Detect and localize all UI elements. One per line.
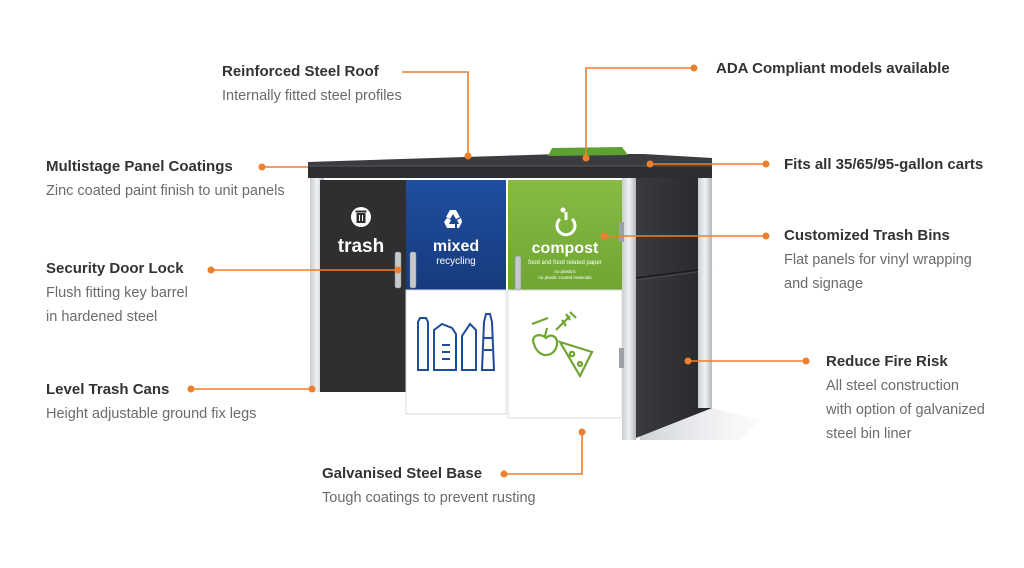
leader-dot — [500, 470, 508, 478]
leader-dot — [762, 160, 770, 168]
callout-coatings: Multistage Panel Coatings Zinc coated pa… — [46, 157, 285, 203]
mixed-label: mixed — [433, 238, 479, 255]
leader-dot — [207, 266, 215, 274]
compost-fine-print: no plastic coated materials — [538, 275, 592, 280]
compost-sublabel: food and food related paper — [528, 260, 602, 266]
callout-desc: in hardened steel — [46, 309, 158, 325]
callout-fits: Fits all 35/65/95-gallon carts — [784, 155, 983, 175]
sprout-icon — [555, 207, 577, 237]
leader-dot — [802, 357, 810, 365]
callout-lock: Security Door Lock Flush fitting key bar… — [46, 259, 188, 329]
leader-dot — [762, 232, 770, 240]
leader-dot — [464, 152, 472, 160]
leader-dot — [646, 160, 654, 168]
callout-desc: Height adjustable ground fix legs — [46, 406, 257, 422]
callout-title: Customized Trash Bins — [784, 227, 950, 244]
callout-fire: Reduce Fire Risk All steel construction … — [826, 352, 985, 446]
leader-dot — [582, 154, 590, 162]
trash-label: trash — [338, 236, 384, 257]
callout-title: ADA Compliant models available — [716, 60, 950, 77]
leader-roof — [402, 71, 469, 156]
compost-label: compost — [532, 240, 599, 257]
trash-can-icon — [351, 207, 371, 227]
cart-lid — [548, 147, 628, 156]
leader-dot — [308, 385, 316, 393]
compost-door-bottom — [507, 289, 623, 419]
rear-leg — [698, 170, 712, 408]
callout-base: Galvanised Steel Base Tough coatings to … — [322, 464, 536, 510]
callout-desc: with option of galvanized — [826, 402, 985, 418]
callout-desc: All steel construction — [826, 378, 959, 394]
leader-dot — [690, 64, 698, 72]
callout-desc: Tough coatings to prevent rusting — [322, 490, 536, 506]
recycling-door-top — [406, 180, 506, 290]
callout-desc: Zinc coated paint finish to unit panels — [46, 183, 285, 199]
callout-custom: Customized Trash Bins Flat panels for vi… — [784, 226, 972, 296]
leader-dot — [600, 232, 608, 240]
callout-ada: ADA Compliant models available — [716, 59, 950, 79]
leader-dot — [578, 428, 586, 436]
callout-roof: Reinforced Steel Roof Internally fitted … — [222, 62, 402, 108]
callout-title: Reinforced Steel Roof — [222, 63, 379, 80]
door-hinge — [619, 348, 624, 368]
door-handle — [514, 255, 522, 291]
callout-title: Galvanised Steel Base — [322, 465, 483, 482]
callout-title: Fits all 35/65/95-gallon carts — [784, 156, 984, 173]
recycling-sublabel: recycling — [436, 256, 475, 267]
floor-shadow — [640, 405, 760, 440]
bottles-icon — [417, 313, 496, 371]
leader-ada — [585, 67, 694, 158]
callout-desc: steel bin liner — [826, 426, 912, 442]
callout-level: Level Trash Cans Height adjustable groun… — [46, 380, 256, 426]
leader-dot — [684, 357, 692, 365]
leader-dot — [258, 163, 266, 171]
steel-roof-front — [308, 166, 712, 178]
callout-desc: Internally fitted steel profiles — [222, 88, 402, 104]
callout-desc: Flush fitting key barrel — [46, 285, 188, 301]
food-waste-icon — [531, 311, 594, 379]
callout-title: Level Trash Cans — [46, 381, 170, 398]
compost-fine-print: no plastics — [554, 269, 576, 274]
callout-desc: Flat panels for vinyl wrapping — [784, 252, 972, 268]
callout-title: Reduce Fire Risk — [826, 353, 948, 370]
leader-dot — [394, 266, 402, 274]
callout-title: Security Door Lock — [46, 260, 184, 277]
leader-base — [504, 432, 583, 475]
door-hinge — [619, 222, 624, 242]
callout-title: Multistage Panel Coatings — [46, 158, 233, 175]
recycle-icon — [444, 210, 462, 228]
leader-dot — [187, 385, 195, 393]
front-leg-right — [622, 178, 636, 440]
door-handle — [409, 251, 417, 289]
callout-desc: and signage — [784, 276, 864, 292]
